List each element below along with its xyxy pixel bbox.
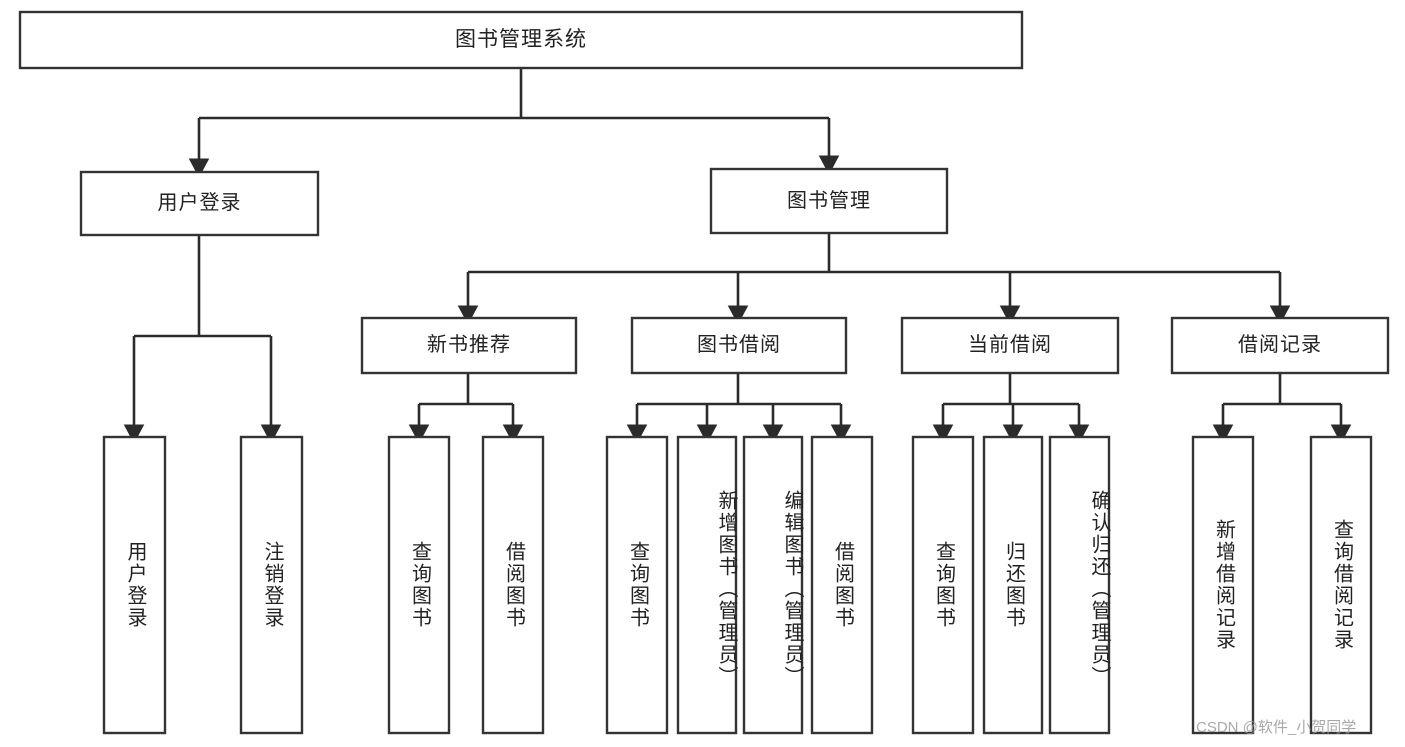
watermark-text: CSDN @软件_小贺同学 (1196, 719, 1357, 736)
connector-lines (123, 68, 1352, 444)
box-book-borrow[interactable] (630, 316, 848, 375)
box-leaf-add-borrow-record[interactable] (1191, 435, 1255, 735)
box-leaf-return-book[interactable] (982, 435, 1044, 735)
box-current-borrow[interactable] (900, 316, 1120, 375)
box-book-management[interactable] (709, 167, 949, 235)
box-leaf-user-login[interactable] (102, 435, 167, 735)
box-leaf-add-book-admin[interactable] (676, 435, 738, 735)
box-leaf-query-book-3[interactable] (911, 435, 975, 735)
box-user-login[interactable] (79, 170, 320, 237)
box-leaf-logout[interactable] (239, 435, 304, 735)
box-leaf-borrow-book-2[interactable] (810, 435, 874, 735)
box-root[interactable] (18, 10, 1024, 70)
box-new-book-recommend[interactable] (360, 316, 578, 375)
box-leaf-confirm-return-admin[interactable] (1048, 435, 1111, 735)
box-leaf-borrow-book-1[interactable] (481, 435, 545, 735)
box-leaf-query-borrow-record[interactable] (1309, 435, 1373, 735)
box-leaf-query-book-2[interactable] (605, 435, 669, 735)
box-leaf-query-book-1[interactable] (387, 435, 451, 735)
node-boxes (18, 10, 1390, 735)
box-leaf-edit-book-admin[interactable] (742, 435, 804, 735)
box-borrow-record[interactable] (1170, 316, 1390, 375)
